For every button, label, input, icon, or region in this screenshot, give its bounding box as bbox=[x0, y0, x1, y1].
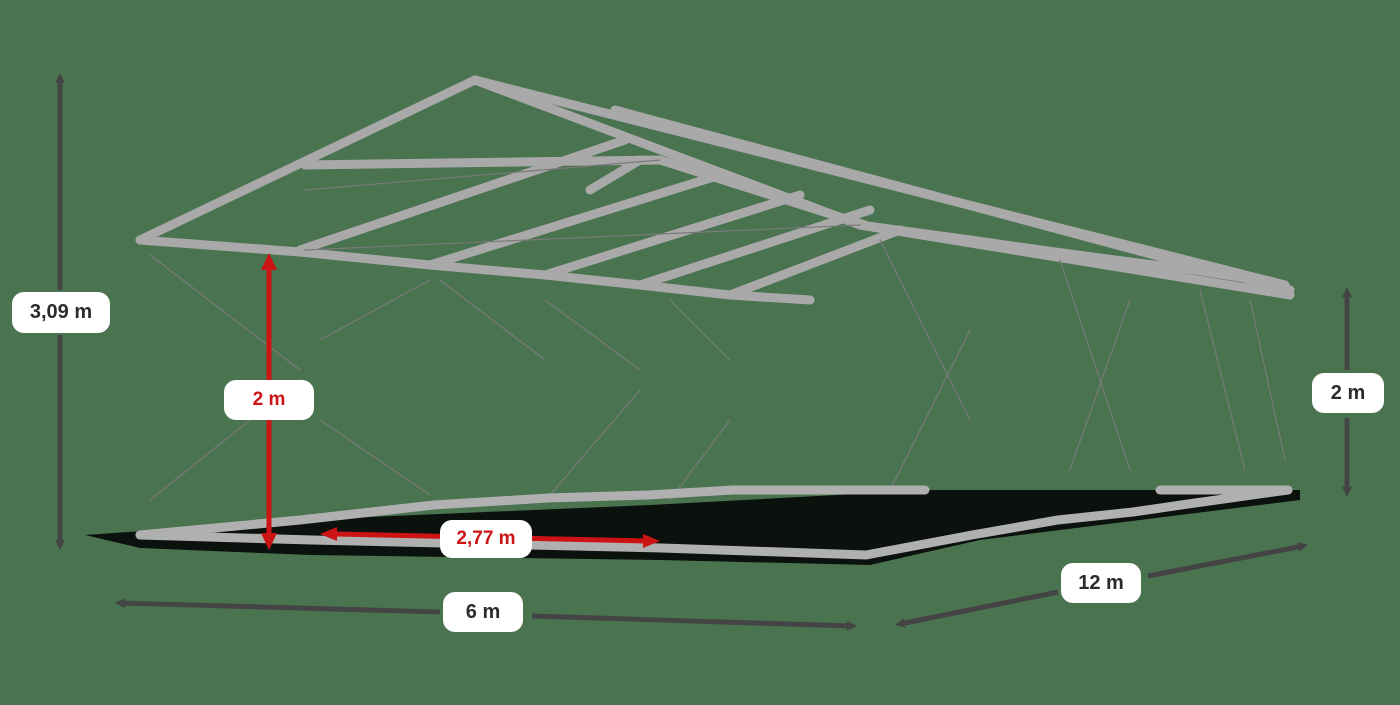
width-label: 6 m bbox=[443, 592, 523, 632]
side-height-right-label: 2 m bbox=[1312, 373, 1384, 413]
bay-width-label: 2,77 m bbox=[440, 520, 532, 558]
width-arrow bbox=[115, 598, 857, 631]
tent-frame bbox=[134, 75, 1295, 564]
length-label: 12 m bbox=[1061, 563, 1141, 603]
dimension-arrows bbox=[55, 73, 1352, 631]
total-height-label: 3,09 m bbox=[12, 292, 110, 333]
length-arrow bbox=[895, 542, 1308, 628]
side-height-front-label: 2 m bbox=[224, 380, 314, 420]
